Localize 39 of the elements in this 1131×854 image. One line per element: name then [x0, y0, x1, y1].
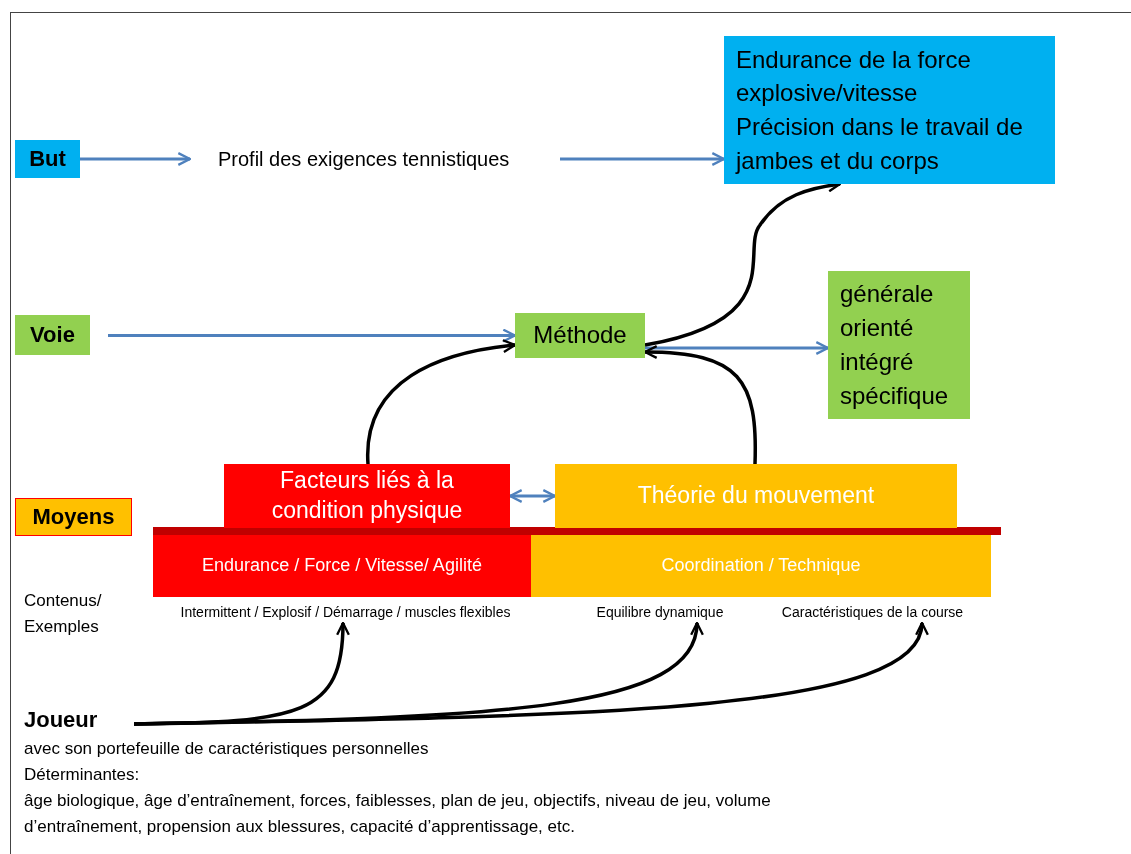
description-text: âge biologique, âge d’entraînement, forces, faiblesses, plan de jeu, objectifs, niveau de jeu, volume d’entraînement, propension aux blessures, capacité d’apprentissage, etc. — [24, 790, 772, 839]
description-text: Déterminantes: — [24, 764, 141, 786]
arrow — [560, 152, 726, 166]
arrow — [133, 621, 926, 726]
coordination-text: Coordination / Technique — [661, 555, 861, 577]
path-label: Voie — [30, 321, 75, 349]
means-tag — [15, 498, 132, 536]
arrow — [366, 339, 517, 464]
method-types-box — [828, 271, 970, 419]
goal-tag — [15, 140, 80, 178]
example-text: Intermittent / Explosif / Démarrage / muscles flexibles — [180, 603, 511, 621]
row-label: Contenus/ Exemples — [24, 590, 103, 639]
goal-box — [724, 36, 1055, 184]
physical-factors-text: Facteurs liés à la condition physique — [270, 466, 464, 525]
description-text: avec son portefeuille de caractéristiques personnelles — [24, 738, 430, 760]
method-type-text: intégré — [840, 347, 914, 377]
goal-text: Endurance de la force explosive/vitesse — [736, 44, 972, 109]
player-label: Joueur — [24, 706, 98, 734]
method-box — [515, 313, 645, 358]
movement-theory-text: Théorie du mouvement — [637, 482, 875, 510]
physical-content-text: Endurance / Force / Vitesse/ Agilité — [202, 555, 482, 577]
physical-factors-box — [224, 464, 510, 528]
example-text: Caractéristiques de la course — [781, 603, 964, 621]
means-label: Moyens — [32, 503, 115, 531]
goal-text: Précision dans le travail de jambes et du corps — [736, 112, 1024, 176]
arrow — [108, 328, 517, 343]
physical-content-box — [153, 535, 531, 597]
arrow — [645, 341, 830, 355]
requirements-text: Profil des exigences tennistiques — [218, 147, 510, 171]
coordination-box — [531, 535, 991, 597]
example-text: Equilibre dynamique — [596, 603, 724, 621]
method-type-text: spécifique — [840, 381, 949, 412]
method-type-text: orienté — [840, 312, 914, 343]
path-tag — [15, 315, 90, 355]
method-text: Méthode — [533, 321, 627, 350]
arrow — [80, 152, 192, 166]
movement-theory-box — [555, 464, 957, 528]
goal-label: But — [29, 145, 66, 173]
method-type-text: générale — [840, 278, 934, 309]
